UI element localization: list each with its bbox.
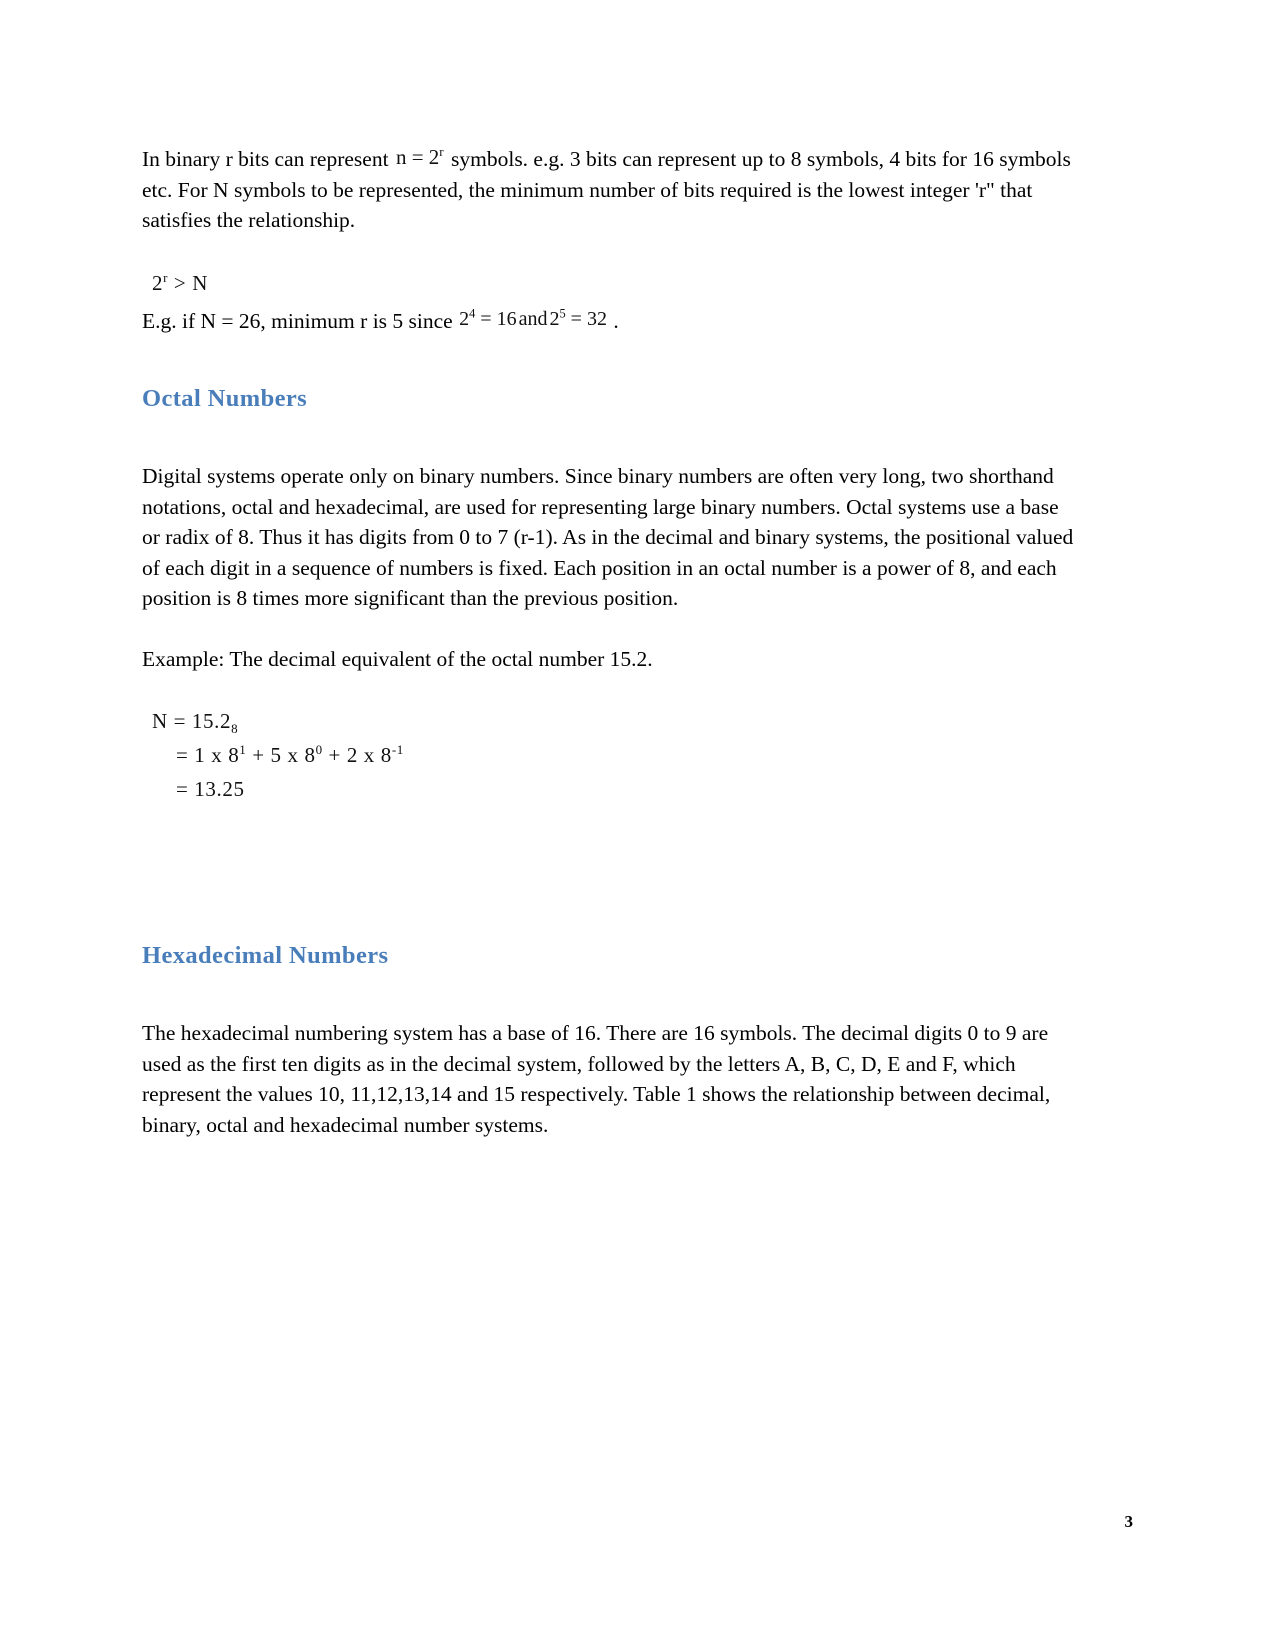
octal-paragraph: Digital systems operate only on binary n… [142, 464, 1074, 610]
octal-math-line-2-prefix: = 1 x 8 [176, 743, 240, 767]
equation-2-pow-r-gt-n-base: 2 [152, 270, 164, 295]
octal-math-line-2-mid2: + 2 x 8 [322, 743, 392, 767]
heading-hexadecimal-numbers: Hexadecimal Numbers [142, 942, 389, 969]
equation-2-pow-4-equals-16: 24 = 16 [458, 304, 517, 335]
equation-2-pow-r-gt-n-exponent: r [163, 269, 169, 285]
example-n26-paragraph: E.g. if N = 26, minimum r is 5 since 24 … [142, 306, 1074, 338]
equation-2-pow-5-rest: = 32 [565, 307, 607, 330]
octal-math-line-2-exp1: 1 [239, 742, 247, 757]
example-text-before: E.g. if N = 26, minimum r is 5 since [142, 308, 459, 333]
octal-math-line-1: N = 15.28 [152, 704, 1074, 738]
equation-2-pow-r-gt-n-right: N [192, 270, 208, 295]
intro-paragraph: In binary r bits can represent n = 2r sy… [142, 144, 1074, 236]
octal-math-line-1-subscript: 8 [231, 721, 239, 737]
spacer [142, 413, 1074, 461]
equation-2-pow-5-exponent: 5 [559, 305, 566, 320]
equation-2-pow-r-greater-than-n: 2r > N [142, 266, 1074, 300]
octal-math-line-1-lhs: N = 15.2 [152, 709, 232, 733]
intro-text-after: symbols. e.g. 3 bits can represent up to… [142, 147, 1071, 232]
equation-2-pow-r-gt-n-operator: > [168, 270, 193, 295]
equation-n-equals-2-pow-r-base: n = 2 [395, 145, 440, 169]
equation-2-pow-5-equals-32: 25 = 32 [548, 304, 607, 335]
octal-example-intro: Example: The decimal equivalent of the o… [142, 646, 653, 671]
octal-example-math: N = 15.28 = 1 x 81 + 5 x 80 + 2 x 8-1 = … [142, 704, 1074, 806]
octal-math-line-2: = 1 x 81 + 5 x 80 + 2 x 8-1 [152, 738, 1074, 772]
spacer [142, 970, 1074, 1018]
octal-math-line-2-exp2: 0 [315, 742, 323, 757]
equation-2-pow-4-base: 2 [459, 307, 470, 330]
equation-2-pow-4-rest: = 16 [475, 307, 517, 330]
equation-conjunction-and: and [518, 307, 548, 330]
example-text-after: . [607, 308, 619, 333]
spacer [142, 806, 1074, 902]
spacer [142, 337, 1074, 385]
page-number: 3 [1124, 1512, 1134, 1531]
octal-math-line-2-mid1: + 5 x 8 [246, 743, 316, 767]
equation-2-pow-5-base: 2 [549, 307, 560, 330]
octal-math-line-3: = 13.25 [176, 777, 245, 801]
intro-text-before: In binary r bits can represent [142, 147, 394, 171]
hexadecimal-paragraph: The hexadecimal numbering system has a b… [142, 1021, 1051, 1137]
octal-math-line-2-exp3: -1 [391, 742, 404, 757]
equation-2-pow-4-exponent: 4 [469, 305, 476, 320]
equation-2-pow-r-gt-n-inner: 2r > N [152, 269, 208, 295]
heading-octal-numbers: Octal Numbers [142, 385, 308, 412]
document-content: In binary r bits can represent n = 2r sy… [142, 144, 1074, 1140]
spacer [142, 614, 1074, 644]
spacer [142, 902, 1074, 942]
spacer [142, 236, 1074, 266]
equation-n-equals-2-pow-r: n = 2r [394, 142, 446, 173]
spacer [142, 674, 1074, 704]
equation-n-equals-2-pow-r-exponent: r [439, 144, 444, 159]
